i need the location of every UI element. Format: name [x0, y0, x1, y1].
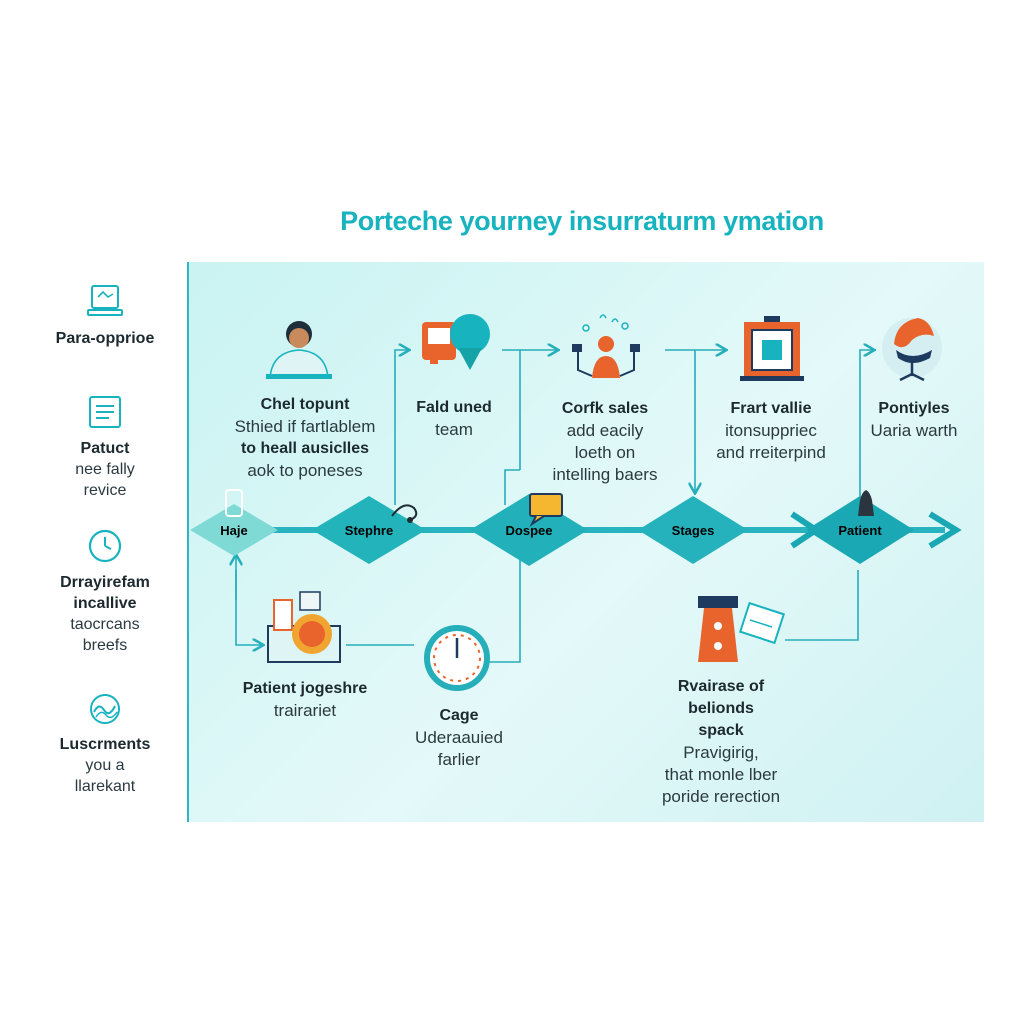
bottom-stage-1: Patient jogeshre trairariet — [215, 678, 395, 722]
timeline-node-label: Haje — [220, 523, 247, 538]
stage-heading: Pontiyles — [878, 400, 950, 417]
chair-icon — [882, 318, 942, 382]
sidebar-title: Luscrments — [59, 736, 151, 753]
stage-line: team — [435, 420, 473, 439]
stage-heading: Rvairase of — [677, 678, 765, 695]
sidebar-title: Drrayirefam — [60, 574, 150, 591]
stage-line: aok to poneses — [247, 461, 363, 480]
top-stage-3: Corfk sales add eacily loeth on intellin… — [530, 398, 680, 486]
bottom-stage-3: Rvairase of belionds spack Pravigirig, t… — [636, 676, 806, 808]
stage-line: Pravigirig, — [683, 743, 759, 762]
sidebar-item-2: Patuct nee fally revice — [30, 394, 180, 501]
laptop-icon — [87, 285, 123, 316]
top-stage-2: Fald uned team — [394, 397, 514, 441]
timeline-node-label: Stephre — [345, 523, 393, 538]
stage-line: Uderaauied — [415, 728, 503, 747]
stage-line: Sthied if fartlablem — [234, 417, 376, 436]
timeline-node-5: Patient — [806, 496, 914, 564]
sidebar-title-2: incallive — [73, 595, 137, 612]
stage-line: add eacily — [566, 421, 644, 440]
sidebar-line: you a — [85, 757, 125, 774]
stage-line: that monle lber — [664, 765, 778, 784]
sidebar-item-4: Luscrments you a llarekant — [30, 692, 180, 797]
stage-line: farlier — [437, 750, 481, 769]
stage-line: trairariet — [273, 701, 337, 720]
clock-icon — [88, 529, 122, 563]
wave-icon — [90, 694, 120, 724]
stage-heading: Frart vallie — [730, 400, 812, 417]
tablet-icon — [740, 316, 804, 381]
top-stage-4: Frart vallie itonsuppriec and rreiterpin… — [696, 398, 846, 464]
trophy-icon — [698, 596, 738, 662]
megaphone-icon — [422, 314, 490, 370]
stage-heading: Fald uned — [416, 399, 492, 416]
sidebar-line: revice — [83, 482, 127, 499]
diagram-title: Porteche yourney insurraturm ymation — [340, 206, 824, 236]
pin-icon — [225, 489, 243, 517]
stage-heading: Patient jogeshre — [242, 680, 368, 697]
kitchen-icon — [267, 591, 341, 663]
stage-line: loeth on — [574, 443, 636, 462]
connector-lines — [236, 350, 873, 663]
bottle-icon — [858, 490, 874, 516]
sidebar-line: taocrcans — [70, 616, 140, 633]
panel-divider — [187, 262, 189, 822]
clipboard-icon — [738, 601, 786, 645]
stage-heading: Chel topunt — [260, 396, 350, 413]
sidebar-line: nee fally — [75, 461, 135, 478]
stage-line: and rreiterpind — [716, 443, 826, 462]
person-network-icon — [572, 314, 640, 378]
stage-line: poride rerection — [661, 787, 781, 806]
stage-heading: Corfk sales — [561, 400, 649, 417]
bottom-stage-2: Cage Uderaauied farlier — [394, 705, 524, 771]
sidebar-item-3: Drrayirefam incallive taocrcans breefs — [30, 528, 180, 656]
timeline-node-4: Stages — [638, 496, 748, 564]
stage-heading-2: belionds — [688, 700, 754, 717]
stage-heading-3: spack — [698, 722, 744, 739]
timeline-node-2: Stephre — [312, 496, 426, 564]
stage-line: Uaria warth — [870, 421, 958, 440]
clock-icon — [424, 625, 490, 691]
sidebar-line: breefs — [82, 637, 128, 654]
timeline-node-label: Patient — [838, 523, 882, 538]
sidebar-item-1: Para-opprioe — [30, 282, 180, 349]
stethoscope-icon — [391, 504, 418, 523]
stage-line: itonsuppriec — [725, 421, 817, 440]
timeline-node-1: Haje — [190, 504, 278, 556]
timeline-node-label: Dospee — [506, 523, 553, 538]
chat-bubble-icon — [529, 493, 563, 527]
stage-line: intelling baers — [552, 465, 658, 484]
stage-heading: Cage — [439, 707, 479, 724]
timeline-node-label: Stages — [672, 523, 715, 538]
timeline-end-arrow — [928, 511, 962, 549]
sidebar-title: Patuct — [80, 440, 130, 457]
top-stage-5: Pontiyles Uaria warth — [854, 398, 974, 442]
top-stage-1: Chel topunt Sthied if fartlablem to heal… — [215, 394, 395, 482]
sidebar-title: Para-opprioe — [55, 330, 155, 347]
sidebar-line: llarekant — [74, 778, 136, 795]
stage-heading-2: to heall ausiclles — [240, 440, 370, 457]
doctor-icon — [266, 321, 332, 379]
document-icon — [89, 396, 121, 428]
